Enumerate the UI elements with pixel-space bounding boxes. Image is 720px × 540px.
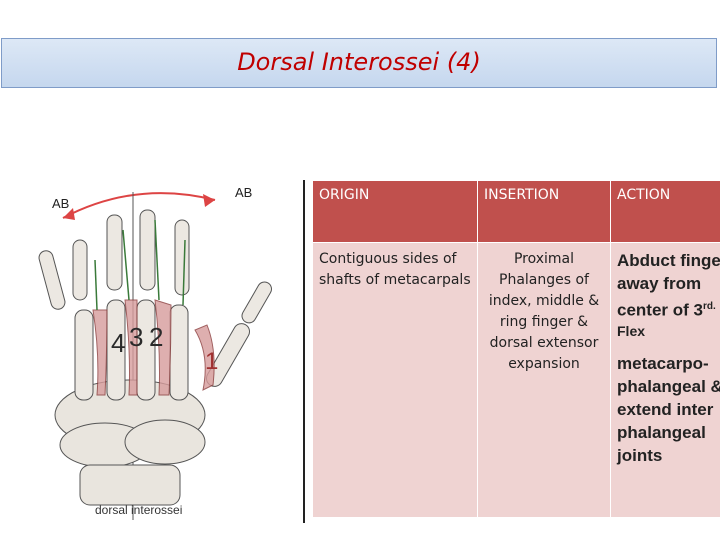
table-row: Contiguous sides of shafts of metacarpal… bbox=[313, 243, 720, 518]
interosseus-number-3: 3 bbox=[129, 322, 143, 353]
muscle-info-table: ORIGIN INSERTION ACTION Contiguous sides… bbox=[312, 180, 720, 518]
action-cell: Abduct fingers away from center of 3rd. … bbox=[611, 243, 720, 518]
origin-cell: Contiguous sides of shafts of metacarpal… bbox=[313, 243, 478, 518]
action-metacarpo: metacarpo-phalangeal & extend inter phal… bbox=[617, 352, 720, 467]
header-origin: ORIGIN bbox=[313, 181, 478, 243]
header-insertion: INSERTION bbox=[478, 181, 611, 243]
hand-bones-drawing bbox=[25, 180, 303, 523]
action-flex: Flex bbox=[617, 322, 720, 340]
interosseus-number-4: 4 bbox=[111, 328, 125, 359]
interosseus-number-2: 2 bbox=[149, 322, 163, 353]
hand-illustration: AB AB 4 3 2 1 dorsal interossei bbox=[25, 180, 305, 523]
interosseus-number-1: 1 bbox=[205, 348, 218, 376]
action-abduct: Abduct fingers away from center of 3rd. bbox=[617, 249, 720, 322]
header-action: ACTION bbox=[611, 181, 720, 243]
abduction-label-right: AB bbox=[235, 185, 252, 200]
figure-caption: dorsal interossei bbox=[95, 503, 182, 517]
table-header-row: ORIGIN INSERTION ACTION bbox=[313, 181, 720, 243]
action-superscript: rd. bbox=[703, 301, 716, 312]
insertion-cell: Proximal Phalanges of index, middle & ri… bbox=[478, 243, 611, 518]
page-title: Dorsal Interossei (4) bbox=[2, 48, 716, 76]
abduction-label-left: AB bbox=[52, 196, 69, 211]
title-bar: Dorsal Interossei (4) bbox=[1, 38, 717, 88]
